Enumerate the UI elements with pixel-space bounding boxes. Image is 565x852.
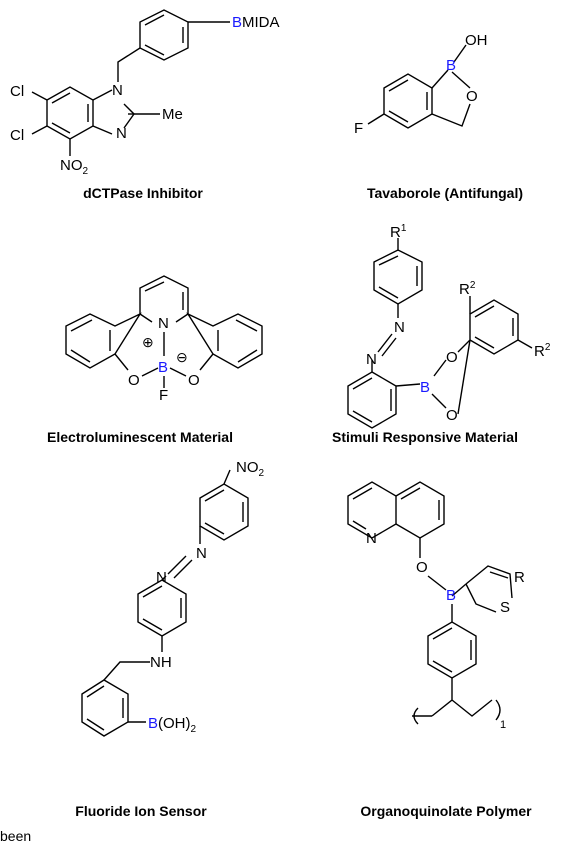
bond [373,249,423,305]
methyl-label: Me [162,106,183,123]
bond [431,678,493,717]
bond [117,47,141,82]
bond [457,299,519,355]
bond [114,353,214,377]
bond [31,91,48,135]
bond [489,571,509,579]
nitro-label: NO2 [236,459,265,479]
r2-label-right: R2 [534,342,551,360]
bond [46,86,94,140]
atom-oxygen: O [416,559,428,576]
caption-stimuli: Stimuli Responsive Material [332,429,518,445]
bond [137,579,187,637]
bond [81,679,129,737]
bond [419,538,447,591]
caption-electroluminescent: Electroluminescent Material [47,429,233,445]
bond [367,113,385,125]
bond [453,44,467,63]
hydroxyl-label: OH [465,32,488,49]
chloro-label-2: Cl [10,127,24,144]
bond [144,14,184,56]
bond [451,583,467,597]
r2-label-top: R2 [459,280,476,298]
caption-organoquinolate: Organoquinolate Polymer [360,803,532,819]
bond [383,73,433,129]
azo-n2: N [366,351,377,368]
atom-sulfur: S [500,599,510,616]
panel-dctpase: N N Me Cl Cl NO2 BMIDA dCTPase Inhibitor [10,9,280,201]
trailing-text: been [0,828,32,844]
caption-fluoride-sensor: Fluoride Ion Sensor [75,803,207,819]
bond [474,305,514,349]
atom-o-left: O [128,372,140,389]
bond [139,275,189,323]
bond [142,585,182,631]
atom-n1: N [112,82,123,99]
bond [223,469,231,485]
azo-n1: N [196,545,207,562]
r-label: R [514,569,525,586]
atom-boron: B [158,359,168,376]
atom-o-top: O [446,349,458,366]
bond [86,685,124,731]
atom-boron: B [446,57,456,74]
atom-boron: B [446,587,456,604]
bond [167,526,201,579]
caption-tavaborole: Tavaborole (Antifungal) [367,185,523,201]
bond [70,319,111,363]
bond [199,483,249,541]
nitro-label: NO2 [60,157,89,177]
amine-label: NH [150,654,172,671]
chloro-label-1: Cl [10,83,24,100]
bond [204,489,244,535]
panel-organoquinolate: N O B S R 1 Organoquinolate Polymer [347,481,532,819]
panel-fluoride-sensor: NO2 N N NH B(OH)2 Fluoride Ion Sensor [75,459,264,819]
atom-n3: N [116,125,127,142]
atom-fluorine: F [159,387,168,404]
atom-n-pyridine: N [158,315,169,332]
boronic-acid-label: B(OH)2 [148,715,197,735]
azo-n1: N [394,319,405,336]
atom-boron: B [420,379,430,396]
bond [65,312,142,369]
bond [395,359,447,409]
plus-charge: ⊕ [142,334,154,350]
bond [186,312,263,369]
bond [395,481,445,539]
bond [352,377,392,423]
bond [427,621,477,679]
atom-o-right: O [188,372,200,389]
bond [103,575,167,681]
bond [51,92,89,134]
fluoro-label: F [354,120,363,137]
bond [400,487,440,520]
atom-oxygen: O [466,88,478,105]
minus-charge: ⊖ [176,349,188,365]
panel-tavaborole: B O OH F Tavaborole (Antifungal) [354,32,523,201]
bond [352,487,373,530]
repeat-subscript: 1 [500,719,506,731]
atom-n-quinoline: N [366,530,377,547]
r1-label: R1 [390,223,407,241]
bond [457,339,471,415]
bond [388,79,428,123]
azo-n2: N [156,569,167,586]
bond [431,69,471,127]
bond [469,296,533,349]
atom-o-bottom: O [446,407,458,424]
bond [378,255,418,299]
bond [465,565,513,613]
caption-dctpase: dCTPase Inhibitor [83,185,203,201]
bond [347,371,397,429]
bond [217,319,258,363]
bond [432,627,472,673]
panel-electroluminescent: N B O O F ⊕ ⊖ Electroluminescent Materia… [47,275,263,445]
bmida-label: BMIDA [232,14,280,31]
bond [139,9,189,61]
bond [144,281,184,310]
panel-stimuli: R1 N N B O O R2 R2 Stimuli Responsive Ma… [332,223,551,445]
bond [377,304,399,357]
